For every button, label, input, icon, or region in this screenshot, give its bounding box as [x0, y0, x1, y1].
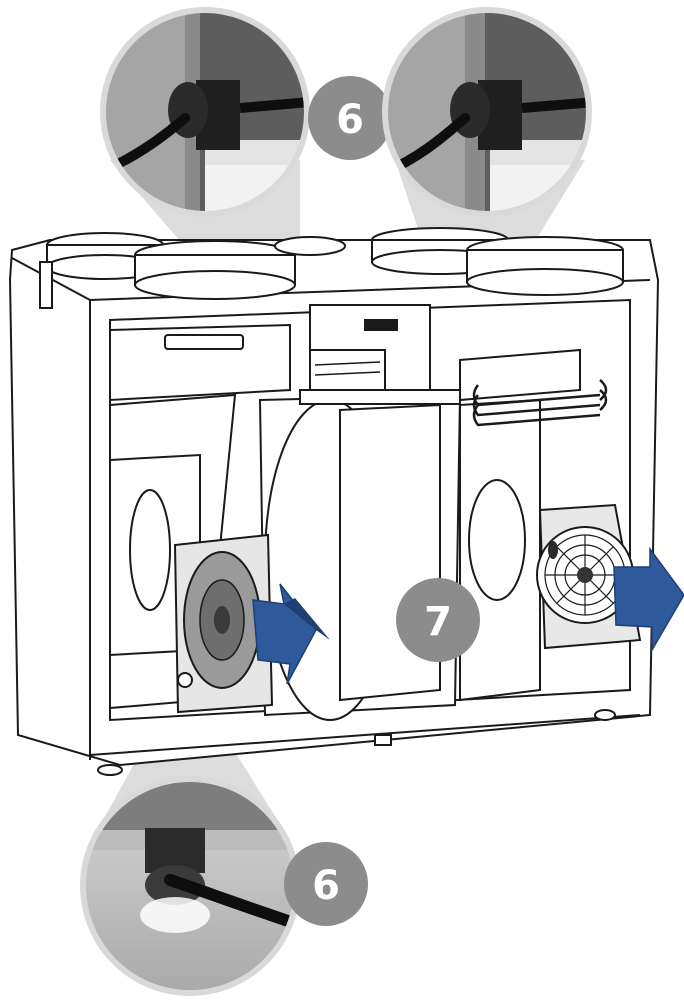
callout-label: 6 [312, 863, 340, 909]
callout-badge-top-left: 6 [308, 76, 392, 160]
callout-badge-bottom: 6 [284, 842, 368, 926]
detail-photo-top-right [382, 7, 592, 217]
detail-photo-bottom [80, 776, 300, 996]
callout-badge-interior: 7 [396, 578, 480, 662]
callout-label: 7 [424, 599, 452, 645]
ventilation-unit [8, 227, 660, 776]
callout-label: 6 [336, 97, 364, 143]
arrow-right-icon [613, 546, 684, 653]
arrow-right-icon [252, 583, 330, 685]
fan-icon [173, 533, 274, 714]
